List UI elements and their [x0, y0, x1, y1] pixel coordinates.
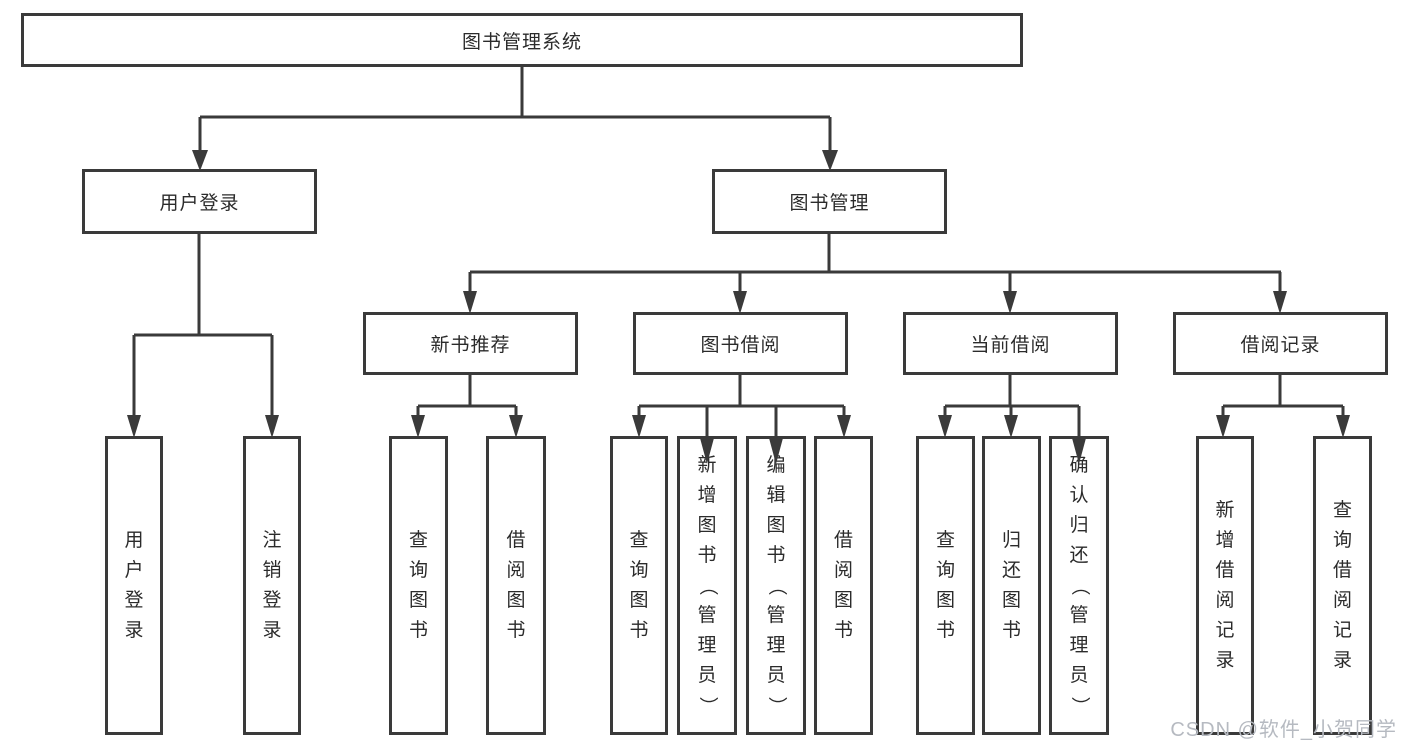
- node-leaf-return-books: 归还图书: [982, 436, 1041, 735]
- node-new-book-rec: 新书推荐: [363, 312, 578, 375]
- edge-book-mgmt-to-level3: [463, 234, 1287, 314]
- node-leaf-current-query-books: 查询图书: [916, 436, 975, 735]
- node-leaf-confirm-return-admin: 确认归还（管理员）: [1049, 436, 1109, 735]
- node-leaf-rec-borrow-books: 借阅图书: [486, 436, 546, 735]
- node-borrow-records: 借阅记录: [1173, 312, 1388, 375]
- node-root: 图书管理系统: [21, 13, 1023, 67]
- node-leaf-borrow-query-books: 查询图书: [610, 436, 668, 735]
- edge-rec-to-leaves: [411, 375, 523, 438]
- edge-user-login-to-leaves: [127, 234, 279, 438]
- edge-records-to-leaves: [1216, 375, 1350, 438]
- node-book-borrow: 图书借阅: [633, 312, 848, 375]
- node-leaf-edit-books-admin: 编辑图书（管理员）: [746, 436, 806, 735]
- node-user-login: 用户登录: [82, 169, 317, 234]
- node-leaf-logout: 注销登录: [243, 436, 301, 735]
- node-leaf-borrow-books: 借阅图书: [814, 436, 873, 735]
- node-leaf-user-login: 用户登录: [105, 436, 163, 735]
- edge-root-to-level2: [192, 67, 838, 171]
- node-current-borrow: 当前借阅: [903, 312, 1118, 375]
- node-leaf-rec-query-books: 查询图书: [389, 436, 448, 735]
- watermark: CSDN @软件_小贺同学: [1170, 719, 1397, 741]
- node-leaf-add-borrow-record: 新增借阅记录: [1196, 436, 1254, 735]
- node-book-mgmt: 图书管理: [712, 169, 947, 234]
- node-leaf-query-borrow-record: 查询借阅记录: [1313, 436, 1372, 735]
- node-leaf-add-books-admin: 新增图书（管理员）: [677, 436, 737, 735]
